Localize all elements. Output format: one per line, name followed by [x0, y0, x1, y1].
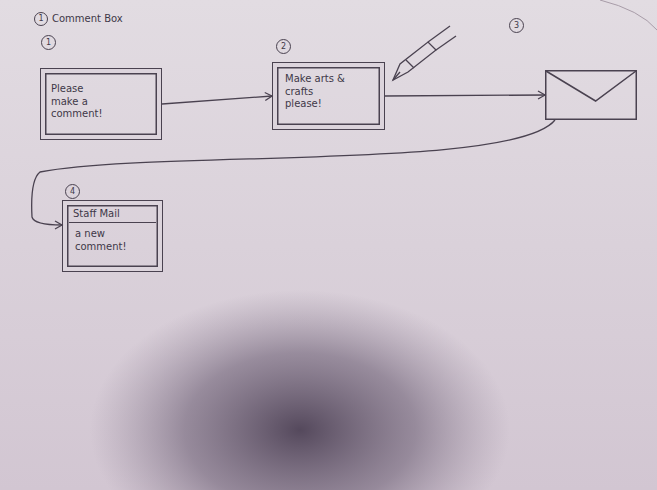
step-number: 3 [509, 18, 524, 33]
flow-arrow [162, 96, 272, 104]
box-text: a new comment! [75, 228, 155, 253]
box-heading: Staff Mail [73, 208, 153, 221]
flow-arrow [385, 95, 545, 96]
pen-sketch [393, 26, 456, 80]
diagram-title: Comment Box [52, 13, 123, 24]
sketch-box: 1Please make a comment! [40, 68, 162, 140]
callout-number: 1 [34, 12, 48, 26]
sketch-box: 4Staff Maila new comment! [62, 200, 163, 272]
divider-line [69, 222, 156, 223]
flow-arrow [32, 120, 555, 225]
envelope-outline [545, 70, 637, 120]
envelope-icon: 3 [545, 70, 637, 120]
step-number: 1 [41, 35, 56, 50]
step-number: 4 [65, 184, 80, 199]
step-number: 2 [276, 39, 291, 54]
sketch-box: 2Make arts & crafts please! [272, 62, 385, 130]
box-text: Please make a comment! [51, 83, 109, 121]
box-text: Make arts & crafts please! [285, 73, 345, 111]
